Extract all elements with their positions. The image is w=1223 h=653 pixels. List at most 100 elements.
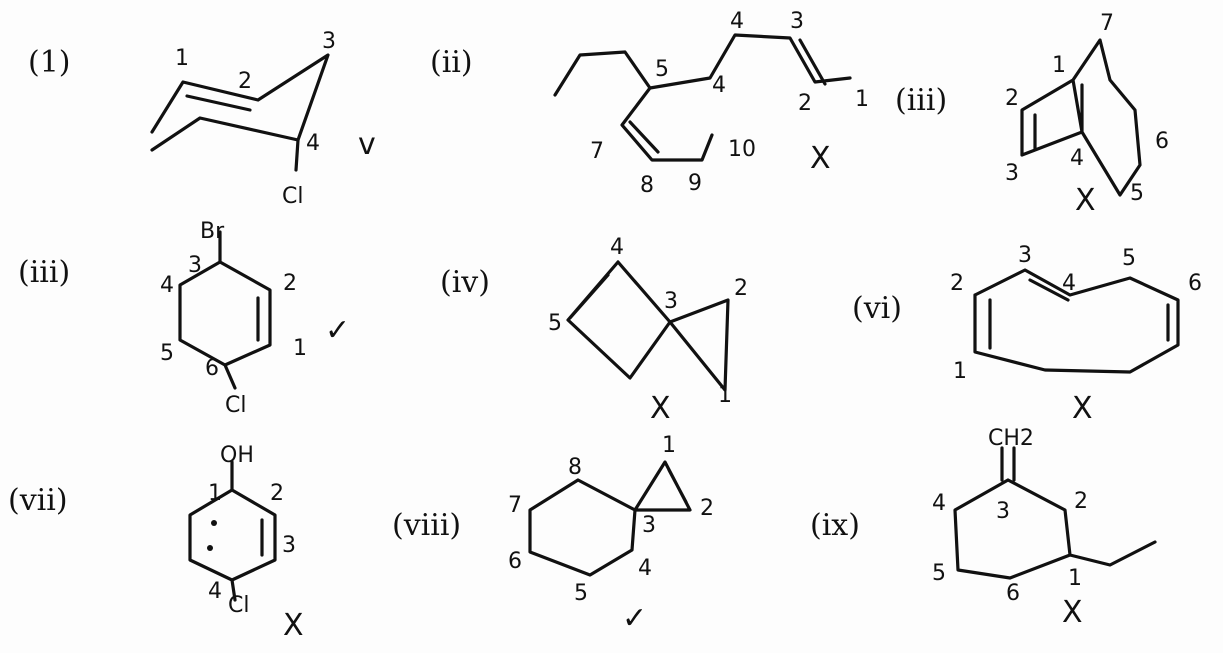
structure-9: (ix) CH2 3 2 1 4 5 6 X bbox=[810, 426, 1157, 630]
macrocycle-bonds-6 bbox=[973, 268, 1180, 374]
atom-number: 2 bbox=[734, 276, 748, 301]
atom-number: 2 bbox=[1005, 86, 1019, 111]
grading-mark: v bbox=[358, 127, 376, 162]
atom-number: 3 bbox=[664, 289, 678, 314]
substituent-bond-1 bbox=[294, 138, 300, 172]
atom-number: 8 bbox=[568, 455, 582, 480]
atom-number: 3 bbox=[188, 253, 202, 278]
grading-mark: X bbox=[810, 141, 831, 176]
atom-number: 1 bbox=[1068, 566, 1082, 591]
electron-dot bbox=[207, 545, 213, 551]
panel-label-3: (iii) bbox=[895, 83, 947, 118]
grading-mark: X bbox=[1062, 595, 1083, 630]
atom-number: 4 bbox=[730, 9, 744, 34]
substituent-label: CH2 bbox=[988, 426, 1034, 451]
atom-number: 6 bbox=[1155, 129, 1169, 154]
panel-label-9: (ix) bbox=[810, 508, 860, 543]
grading-mark: X bbox=[1075, 183, 1096, 218]
structure-2: (ii) 5 4 4 3 2 1 7 8 9 10 X bbox=[430, 9, 869, 198]
ring-bonds-4 bbox=[178, 230, 272, 390]
atom-number: 7 bbox=[1100, 11, 1114, 36]
atom-number: 3 bbox=[996, 499, 1010, 524]
atom-number: 4 bbox=[306, 131, 320, 156]
atom-number: 1 bbox=[662, 433, 676, 458]
panel-label-1: (1) bbox=[28, 45, 71, 80]
atom-number: 3 bbox=[1018, 243, 1032, 268]
atom-number: 6 bbox=[508, 549, 522, 574]
atom-number: 5 bbox=[655, 57, 669, 82]
grading-mark: X bbox=[283, 608, 304, 643]
grading-mark: X bbox=[1072, 391, 1093, 426]
structure-4: (iii) Br 3 2 1 4 5 6 Cl ✓ bbox=[18, 219, 350, 418]
panel-label-6: (vi) bbox=[852, 291, 902, 326]
atom-number: 2 bbox=[700, 496, 714, 521]
atom-number: 4 bbox=[712, 73, 726, 98]
atom-number: 1 bbox=[293, 336, 307, 361]
panel-label-5: (iv) bbox=[440, 265, 490, 300]
atom-number: 6 bbox=[205, 356, 219, 381]
atom-number: 3 bbox=[790, 9, 804, 34]
atom-number: 4 bbox=[1070, 146, 1084, 171]
electron-dot bbox=[211, 520, 217, 526]
atom-number: 2 bbox=[950, 271, 964, 296]
chain-bonds-2 bbox=[553, 33, 852, 162]
atom-number: 5 bbox=[548, 311, 562, 336]
ring-bonds-1 bbox=[150, 53, 330, 152]
atom-number: 3 bbox=[1005, 161, 1019, 186]
atom-number: 8 bbox=[640, 173, 654, 198]
atom-number: 5 bbox=[1130, 181, 1144, 206]
spiro-bonds-5 bbox=[566, 260, 730, 392]
atom-number: 4 bbox=[1062, 271, 1076, 296]
substituent-label: Br bbox=[200, 219, 225, 244]
atom-number: 6 bbox=[1006, 581, 1020, 606]
grading-mark: ✓ bbox=[325, 313, 350, 348]
panel-label-4: (iii) bbox=[18, 255, 70, 290]
grading-mark: X bbox=[650, 391, 671, 426]
panel-label-2: (ii) bbox=[430, 45, 473, 80]
structure-3: (iii) 1 2 3 4 5 6 7 X bbox=[895, 11, 1169, 218]
atom-number: 10 bbox=[728, 137, 756, 162]
atom-number: 5 bbox=[160, 341, 174, 366]
atom-number: 5 bbox=[574, 581, 588, 606]
atom-number: 4 bbox=[160, 273, 174, 298]
atom-number: 5 bbox=[1122, 246, 1136, 271]
substituent-label: Cl bbox=[228, 593, 249, 618]
grading-mark: ✓ bbox=[622, 601, 647, 636]
atom-number: 3 bbox=[322, 29, 336, 54]
ring-bonds-9 bbox=[953, 446, 1157, 580]
atom-number: 2 bbox=[1074, 489, 1088, 514]
structure-1: (1) 1 2 3 4 Cl v bbox=[28, 29, 376, 209]
atom-number: 4 bbox=[208, 579, 222, 604]
structure-8: (viii) 8 7 6 5 4 3 2 1 ✓ bbox=[392, 433, 714, 636]
structure-7: (vii) OH 1 2 3 4 Cl X bbox=[8, 443, 304, 643]
atom-number: 2 bbox=[798, 91, 812, 116]
atom-number: 6 bbox=[1188, 271, 1202, 296]
atom-number: 1 bbox=[718, 383, 732, 408]
substituent-label: Cl bbox=[225, 393, 246, 418]
atom-number: 5 bbox=[932, 561, 946, 586]
panel-label-8: (viii) bbox=[392, 508, 461, 543]
atom-number: 2 bbox=[270, 481, 284, 506]
substituent-label: Cl bbox=[282, 184, 303, 209]
atom-number: 1 bbox=[855, 87, 869, 112]
atom-number: 4 bbox=[932, 491, 946, 516]
atom-number: 7 bbox=[508, 493, 522, 518]
substituent-label: OH bbox=[220, 443, 254, 468]
atom-number: 1 bbox=[175, 46, 189, 71]
atom-number: 1 bbox=[953, 359, 967, 384]
structure-6: (vi) 2 3 4 5 6 1 X bbox=[852, 243, 1202, 426]
spiro-bonds-8 bbox=[528, 460, 692, 577]
atom-number: 2 bbox=[238, 69, 252, 94]
ring-bonds-7 bbox=[188, 460, 277, 602]
atom-number: 1 bbox=[1052, 53, 1066, 78]
atom-number: 2 bbox=[283, 271, 297, 296]
atom-number: 3 bbox=[642, 513, 656, 538]
atom-number: 7 bbox=[590, 139, 604, 164]
structure-5: (iv) 4 5 3 2 1 X bbox=[440, 235, 748, 426]
atom-number: 4 bbox=[610, 235, 624, 260]
bicyclic-bonds-3 bbox=[1020, 38, 1142, 197]
atom-number: 4 bbox=[638, 556, 652, 581]
atom-number: 1 bbox=[208, 481, 222, 506]
